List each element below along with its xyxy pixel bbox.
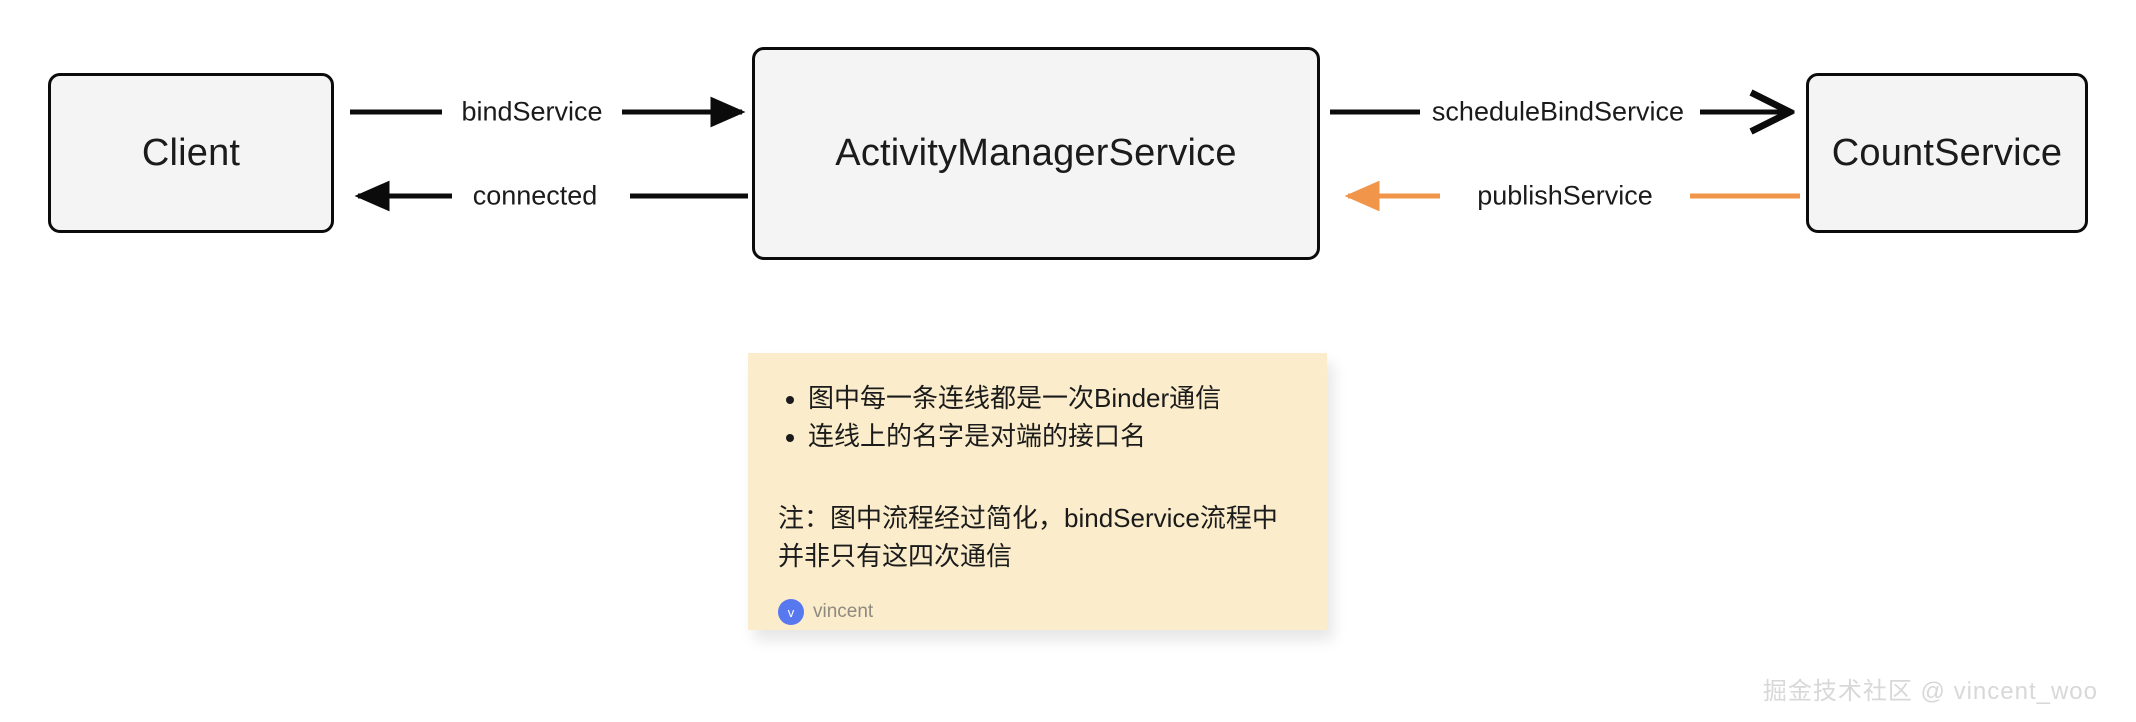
node-activitymanagerservice-label: ActivityManagerService: [835, 132, 1237, 174]
avatar: v: [778, 599, 804, 626]
node-client[interactable]: Client: [48, 73, 334, 233]
note-bullet-item: 图中每一条连线都是一次Binder通信: [786, 379, 1297, 417]
watermark: 掘金技术社区 @ vincent_woo: [1762, 678, 2098, 705]
node-activitymanagerservice[interactable]: ActivityManagerService: [752, 47, 1320, 260]
note-bullet-item: 连线上的名字是对端的接口名: [786, 417, 1297, 455]
edge-label-connected: connected: [472, 180, 598, 211]
edge-label-publishservice: publishService: [1477, 180, 1653, 211]
node-countservice[interactable]: CountService: [1806, 73, 2088, 233]
note-bullet-list: 图中每一条连线都是一次Binder通信 连线上的名字是对端的接口名: [778, 379, 1297, 456]
note-author-name: vincent: [813, 601, 874, 623]
note-paragraph: 注：图中流程经过简化，bindService流程中并非只有这四次通信: [778, 502, 1278, 571]
edge-label-bindservice: bindService: [461, 96, 603, 127]
node-client-label: Client: [141, 131, 241, 174]
note-card: 图中每一条连线都是一次Binder通信 连线上的名字是对端的接口名 注：图中流程…: [748, 353, 1327, 630]
note-author: v vincent: [778, 599, 1297, 626]
edge-label-schedulebindservice: scheduleBindService: [1431, 96, 1685, 127]
node-countservice-label: CountService: [1831, 131, 2063, 174]
